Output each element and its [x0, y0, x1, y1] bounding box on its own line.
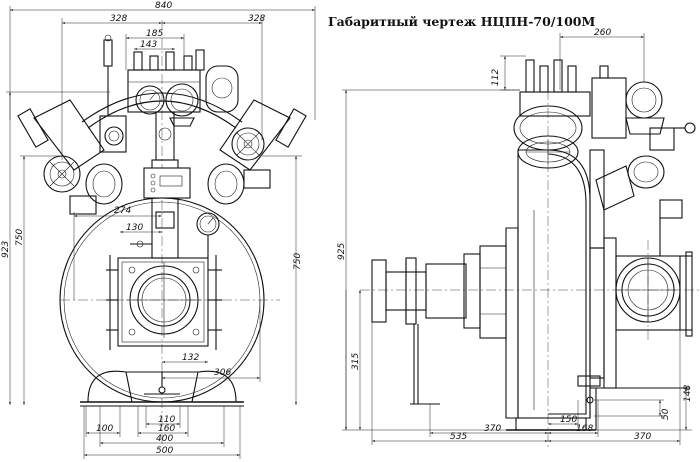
- dim-offset-274: 274: [114, 206, 131, 216]
- side-view: 260 112 925 315 535 370 370 150 168: [337, 28, 700, 450]
- dim-height-925: 925: [337, 243, 347, 260]
- dim-base-110: 110: [158, 415, 175, 425]
- dim-height-right: 750: [293, 253, 303, 270]
- dim-height-left: 750: [15, 229, 25, 246]
- dim-total-height: 923: [1, 241, 11, 258]
- front-view: 840 328 328 185 143 923 750 750 274 130: [1, 1, 316, 459]
- drawing-title: Габаритный чертеж НЦПН-70/100М: [328, 14, 595, 29]
- dim-overall-width: 840: [155, 1, 172, 11]
- dim-base-100: 100: [96, 424, 113, 434]
- dim-top-112: 112: [491, 69, 501, 86]
- dim-h-148: 148: [683, 385, 693, 402]
- dim-top-a: 185: [146, 29, 163, 39]
- dim-len-150: 150: [560, 415, 577, 425]
- dim-offset-132: 132: [182, 353, 199, 363]
- dim-top-b: 143: [140, 40, 157, 50]
- dim-offset-306: 306: [214, 368, 231, 378]
- dim-len-535: 535: [450, 432, 467, 442]
- dim-base-500: 500: [156, 446, 173, 456]
- dim-len-370-right: 370: [634, 432, 651, 442]
- dim-height-315: 315: [351, 353, 361, 370]
- dim-right-half: 328: [248, 14, 265, 24]
- dim-left-half: 328: [110, 14, 127, 24]
- dim-base-160: 160: [158, 424, 175, 434]
- dim-top-260: 260: [594, 28, 611, 38]
- dim-offset-130: 130: [126, 223, 143, 233]
- dim-base-400: 400: [156, 434, 173, 444]
- dim-len-370-left: 370: [484, 424, 501, 434]
- dim-h-50: 50: [661, 408, 671, 420]
- dim-len-168: 168: [576, 424, 593, 434]
